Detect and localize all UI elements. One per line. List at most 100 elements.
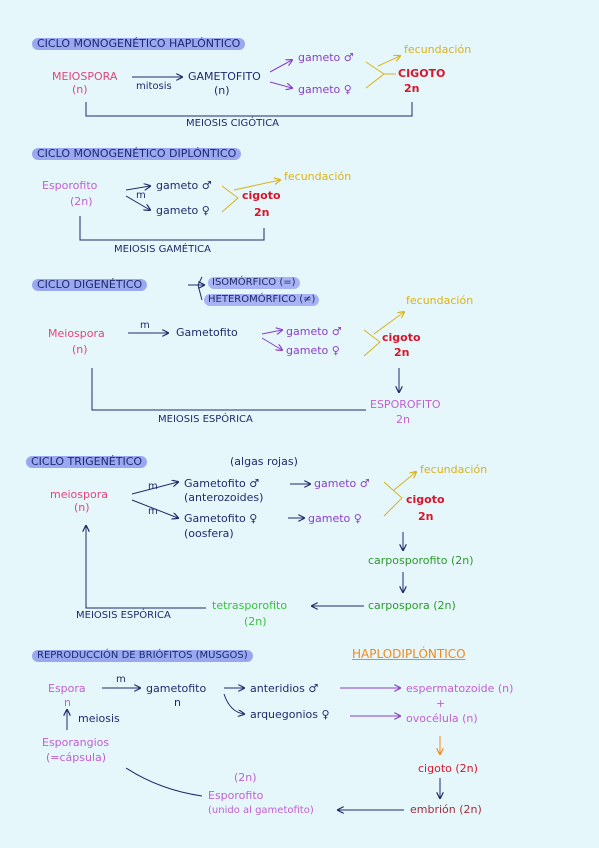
s2-arrow-fecundacion — [233, 180, 280, 191]
s4-carposporofito: carposporofito (2n) — [368, 554, 474, 567]
s2-arrow-gameto-m — [125, 186, 150, 191]
s1-meiospora-n: (n) — [72, 83, 88, 96]
s5-cigoto: cigoto (2n) — [418, 762, 478, 775]
s4-tetrasporofito: tetrasporofito — [212, 599, 288, 612]
s3-arrow-gameto-m — [261, 330, 282, 334]
s4-cigoto-2n: 2n — [418, 510, 434, 523]
s3-cigoto: cigoto — [382, 331, 421, 344]
s5-arrow-esporangios — [125, 767, 203, 797]
s5-plus: + — [436, 697, 446, 710]
s4-gametofito-f: Gametofito ♀ — [184, 512, 258, 525]
s2-arrow-gameto-f — [125, 195, 150, 210]
s5-esporofito-note: (unido al gametofito) — [208, 805, 314, 816]
s1-meiosis-cigotica: MEIOSIS CIGÓTICA — [186, 118, 280, 129]
s3-fusion-bracket — [363, 329, 381, 357]
s4-m1: m — [148, 481, 158, 492]
s4-gametofito-m: Gametofito ♂ — [184, 477, 260, 490]
s5-gametofito: gametofito — [146, 682, 207, 695]
s4-title: CICLO TRIGENÉTICO — [26, 456, 148, 468]
s1-fecundacion: fecundación — [404, 43, 472, 56]
s1-gametofito: GAMETOFITO — [188, 70, 261, 83]
s4-meiosis-line — [86, 526, 206, 609]
s3-meiospora: Meiospora — [48, 327, 105, 340]
s2-fecundacion: fecundación — [284, 170, 352, 183]
s5-embrion: embrión (2n) — [410, 803, 482, 816]
s3-esporofito: ESPOROFITO — [370, 398, 441, 411]
s4-subtitle: (algas rojas) — [230, 455, 298, 468]
s2-cigoto-2n: 2n — [254, 206, 270, 219]
s4-arrow-m2 — [131, 499, 178, 518]
s3-cigoto-2n: 2n — [394, 346, 410, 359]
s1-arrow-fecundacion — [377, 56, 400, 67]
s3-arrow-gameto-f — [261, 337, 282, 350]
s5-title: REPRODUCCIÓN DE BRIÓFITOS (MUSGOS) — [32, 650, 253, 662]
s1-gameto-f: gameto ♀ — [298, 83, 352, 96]
s3-meiosis-esporica: MEIOSIS ESPÓRICA — [158, 414, 253, 425]
s4-cigoto: cigoto — [406, 493, 445, 506]
s1-meiospora: MEIOSPORA — [52, 70, 118, 83]
s5-anteridios: anteridios ♂ — [250, 682, 319, 695]
s1-fusion-bracket — [365, 61, 396, 89]
s5-m: m — [116, 674, 126, 685]
s5-arrow-arquegonios — [223, 693, 244, 714]
s3-gameto-f: gameto ♀ — [286, 344, 340, 357]
s1-gameto-m: gameto ♂ — [298, 51, 354, 64]
s2-fusion-bracket — [221, 185, 239, 213]
s1-arrow-gameto-m — [269, 60, 292, 73]
s4-m2: m — [148, 506, 158, 517]
s4-arrow-fecundacion — [393, 472, 416, 491]
s3-title-brace — [197, 276, 203, 301]
s1-title: CICLO MONOGENÉTICO HAPLÓNTICO — [32, 38, 246, 50]
s2-title: CICLO MONOGENÉTICO DIPLÓNTICO — [32, 148, 242, 160]
s5-espora-n: n — [64, 696, 71, 709]
s3-title: CICLO DIGENÉTICO — [32, 279, 148, 291]
s2-esporofito: Esporofito — [42, 179, 98, 192]
s1-cigoto: CIGOTO — [398, 67, 446, 80]
s5-espermatozoide: espermatozoide (n) — [406, 682, 514, 695]
s3-meiosis-line — [91, 368, 366, 411]
s3-m: m — [140, 320, 150, 331]
s4-meiospora-n: (n) — [74, 501, 90, 514]
s2-meiosis-bracket — [79, 216, 265, 241]
s4-meiosis-esporica: MEIOSIS ESPÓRICA — [76, 610, 171, 621]
s5-esporofito-2n: (2n) — [234, 771, 257, 784]
s5-arquegonios: arquegonios ♀ — [250, 708, 330, 721]
s5-meiosis: meiosis — [78, 712, 120, 725]
s3-fecundacion: fecundación — [406, 294, 474, 307]
s2-gameto-m: gameto ♂ — [156, 179, 212, 192]
s1-gametofito-n: (n) — [214, 84, 230, 97]
s2-meiosis-gametica: MEIOSIS GAMÉTICA — [114, 244, 212, 255]
s4-fusion-bracket — [383, 481, 403, 517]
s5-espora: Espora — [48, 682, 86, 695]
s4-arrow-m1 — [131, 482, 178, 495]
s5-capsula: (=cápsula) — [46, 751, 107, 764]
s1-meiosis-bracket — [85, 102, 413, 117]
s4-tetrasporofito-2n: (2n) — [244, 615, 267, 628]
s1-cigoto-2n: 2n — [404, 82, 420, 95]
s4-gameto-m: gameto ♂ — [314, 477, 370, 490]
s5-haplodiplontico: HAPLODIPLÓNTICO — [352, 647, 466, 661]
s2-m: m — [136, 190, 146, 201]
s3-meiospora-n: (n) — [72, 343, 88, 356]
s1-mitosis: mitosis — [136, 81, 172, 92]
s2-gameto-f: gameto ♀ — [156, 204, 210, 217]
s5-gametofito-n: n — [174, 696, 181, 709]
s2-cigoto: cigoto — [242, 189, 281, 202]
s5-esporangios: Esporangios — [42, 736, 110, 749]
s4-fecundacion: fecundación — [420, 463, 488, 476]
s4-anterozoides: (anterozoides) — [184, 491, 264, 504]
s3-heteromorfico: HETEROMÓRFICO (≠) — [204, 294, 320, 306]
s3-gametofito: Gametofito — [176, 326, 238, 339]
s2-esporofito-2n: (2n) — [70, 195, 93, 208]
s5-ovocelula: ovocélula (n) — [406, 712, 478, 725]
s4-meiospora: meiospora — [50, 488, 108, 501]
s4-oosfera: (oosfera) — [184, 527, 234, 540]
s4-carpospora: carpospora (2n) — [368, 599, 456, 612]
s3-isomorfico: ISOMÓRFICO (=) — [208, 277, 300, 289]
s5-esporofito: Esporofito — [208, 789, 264, 802]
s3-gameto-m: gameto ♂ — [286, 325, 342, 338]
s3-esporofito-2n: 2n — [396, 413, 410, 426]
s1-arrow-gameto-f — [269, 81, 292, 88]
s3-arrow-fecundacion — [373, 312, 404, 335]
